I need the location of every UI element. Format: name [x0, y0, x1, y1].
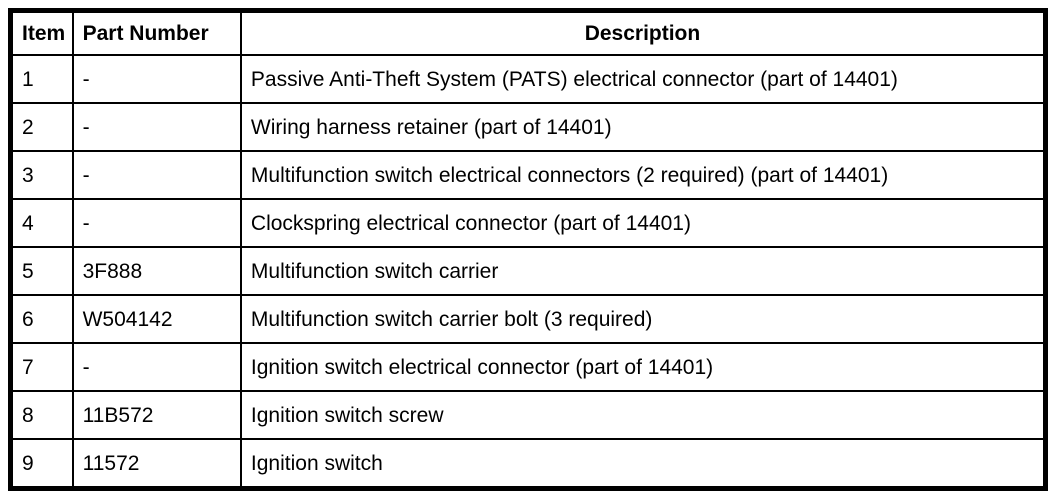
item-cell: 9	[9, 438, 74, 490]
column-header-part-number: Part Number	[71, 9, 242, 56]
item-cell: 3	[9, 150, 74, 200]
table-row: 2 - Wiring harness retainer (part of 144…	[9, 102, 1047, 152]
table-header-row: Item Part Number Description	[9, 9, 1047, 56]
part-number-cell: -	[71, 198, 242, 248]
description-cell: Clockspring electrical connector (part o…	[239, 198, 1047, 248]
item-cell: 6	[9, 294, 74, 344]
description-cell: Ignition switch	[239, 438, 1047, 490]
parts-table: Item Part Number Description 1 - Passive…	[8, 8, 1048, 491]
column-header-item: Item	[9, 9, 74, 56]
table-row: 8 11B572 Ignition switch screw	[9, 390, 1047, 440]
item-cell: 4	[9, 198, 74, 248]
part-number-cell: -	[71, 102, 242, 152]
description-cell: Multifunction switch electrical connecto…	[239, 150, 1047, 200]
table-row: 6 W504142 Multifunction switch carrier b…	[9, 294, 1047, 344]
description-cell: Multifunction switch carrier	[239, 246, 1047, 296]
description-cell: Ignition switch screw	[239, 390, 1047, 440]
table-row: 3 - Multifunction switch electrical conn…	[9, 150, 1047, 200]
part-number-cell: -	[71, 342, 242, 392]
item-cell: 7	[9, 342, 74, 392]
item-cell: 1	[9, 54, 74, 104]
description-cell: Wiring harness retainer (part of 14401)	[239, 102, 1047, 152]
item-cell: 2	[9, 102, 74, 152]
table-row: 9 11572 Ignition switch	[9, 438, 1047, 490]
part-number-cell: W504142	[71, 294, 242, 344]
table-row: 4 - Clockspring electrical connector (pa…	[9, 198, 1047, 248]
part-number-cell: 3F888	[71, 246, 242, 296]
description-cell: Multifunction switch carrier bolt (3 req…	[239, 294, 1047, 344]
column-header-description: Description	[239, 9, 1047, 56]
part-number-cell: 11572	[71, 438, 242, 490]
part-number-cell: 11B572	[71, 390, 242, 440]
table-row: 5 3F888 Multifunction switch carrier	[9, 246, 1047, 296]
part-number-cell: -	[71, 150, 242, 200]
description-cell: Ignition switch electrical connector (pa…	[239, 342, 1047, 392]
description-cell: Passive Anti-Theft System (PATS) electri…	[239, 54, 1047, 104]
part-number-cell: -	[71, 54, 242, 104]
table-row: 7 - Ignition switch electrical connector…	[9, 342, 1047, 392]
item-cell: 8	[9, 390, 74, 440]
manual-page: Item Part Number Description 1 - Passive…	[8, 8, 1048, 491]
item-cell: 5	[9, 246, 74, 296]
table-row: 1 - Passive Anti-Theft System (PATS) ele…	[9, 54, 1047, 104]
